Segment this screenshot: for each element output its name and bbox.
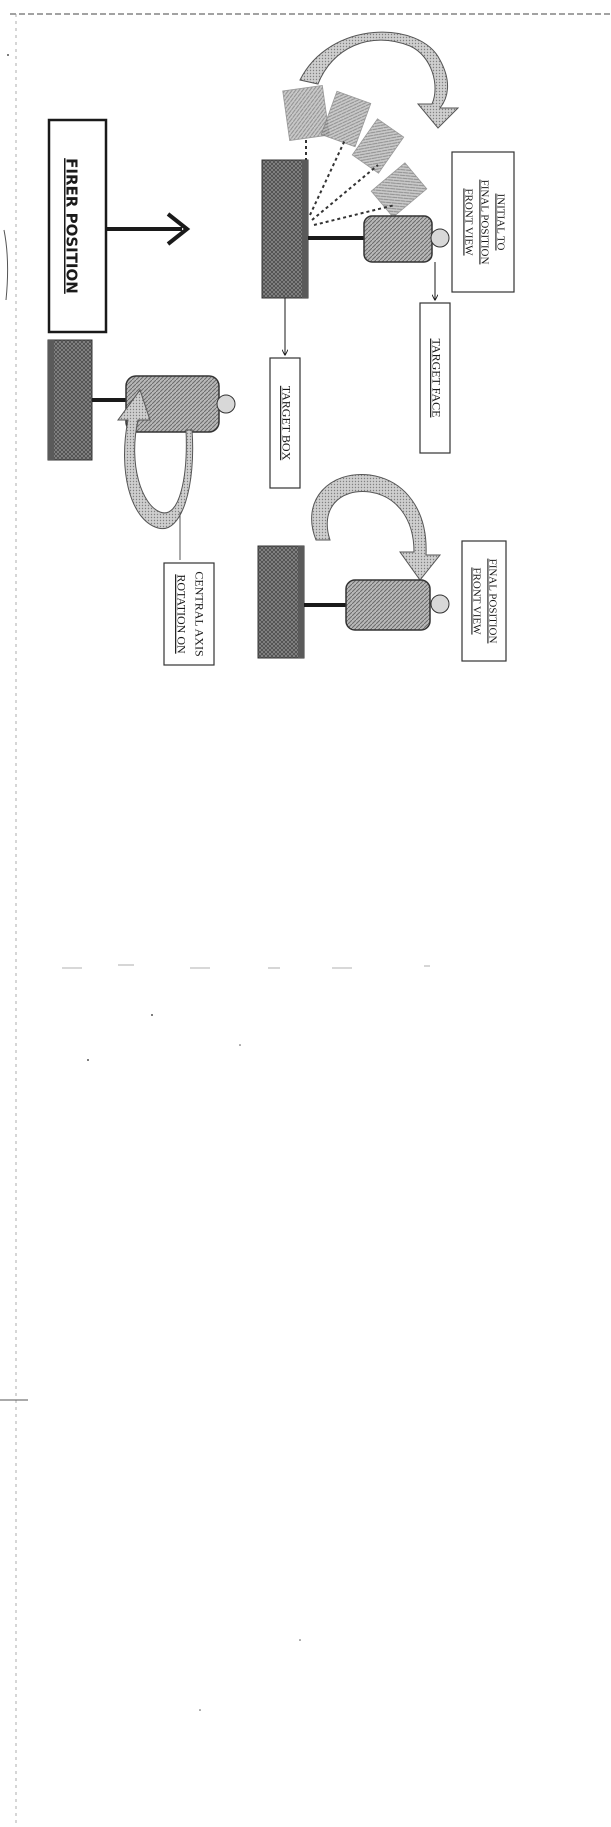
rotation-label-box: ROTATION ON CENTRAL AXIS xyxy=(163,562,215,666)
ghost-figure-3 xyxy=(351,118,405,174)
target-box xyxy=(261,159,309,299)
sweep-arrow-large xyxy=(299,31,460,129)
initial-to-final-line-1: INITIAL TO xyxy=(494,194,506,251)
target-box-label: TARGET BOX xyxy=(279,386,293,461)
rotation-label-line-2: CENTRAL AXIS xyxy=(192,571,206,656)
rotation-arrow xyxy=(117,388,194,530)
ghost-figure-2 xyxy=(320,90,372,148)
firer-head xyxy=(216,394,236,414)
target-box-label-box: TARGET BOX xyxy=(269,357,301,489)
firer-body-final xyxy=(345,579,431,631)
rotation-label-line-1: ROTATION ON xyxy=(174,574,188,654)
sweep-arrow-small xyxy=(311,473,442,581)
target-face-label-box: TARGET FACE xyxy=(419,302,451,454)
final-position-line-2: FRONT VIEW xyxy=(470,567,482,635)
scan-noise xyxy=(0,54,430,1711)
ghost-figure-1 xyxy=(282,85,330,141)
target-box-small xyxy=(47,339,93,461)
final-position-label-box: FINAL POSITION FRONT VIEW xyxy=(461,540,507,662)
main-arrow xyxy=(106,212,191,246)
final-position-line-1: FINAL POSITION xyxy=(486,559,498,644)
ghost-figure-4 xyxy=(370,162,428,218)
target-face-label: TARGET FACE xyxy=(429,339,443,418)
initial-to-final-line-3: FRONT VIEW xyxy=(462,188,474,256)
firer-position-label: FIRER POSITION xyxy=(63,158,81,294)
firer-position-label-box: FIRER POSITION xyxy=(47,118,108,334)
target-box-final xyxy=(257,545,305,659)
initial-to-final-group xyxy=(261,31,460,355)
initial-to-final-label-box: INITIAL TO FINAL POSITION FRONT VIEW xyxy=(451,151,515,293)
initial-to-final-line-2: FINAL POSITION xyxy=(478,180,490,265)
firer-head-front xyxy=(430,228,450,248)
rotation-figure-group xyxy=(47,339,236,560)
firer-body-front xyxy=(363,215,433,263)
firer-head-final xyxy=(430,594,450,614)
final-position-group xyxy=(257,473,450,659)
